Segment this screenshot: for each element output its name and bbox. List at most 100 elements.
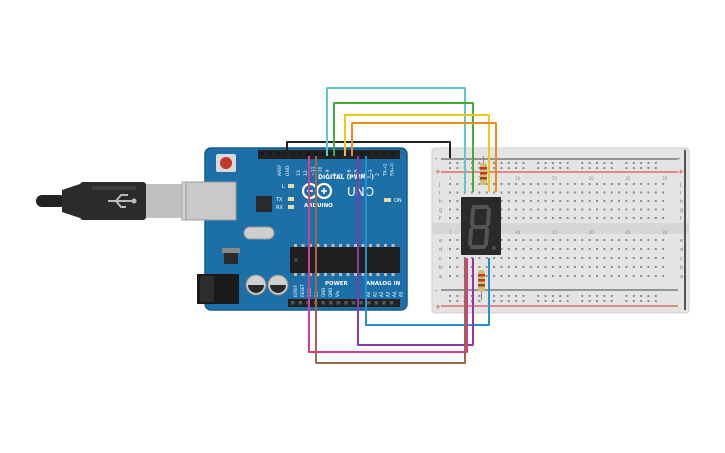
resistor-bottom[interactable] xyxy=(478,270,485,300)
breadboard-hole[interactable] xyxy=(603,248,606,250)
breadboard-hole[interactable] xyxy=(537,167,540,169)
breadboard-hole[interactable] xyxy=(449,208,451,211)
breadboard-hole[interactable] xyxy=(551,300,554,302)
breadboard-hole[interactable] xyxy=(515,167,518,169)
breadboard-hole[interactable] xyxy=(449,191,451,194)
breadboard-hole[interactable] xyxy=(485,191,488,194)
breadboard-hole[interactable] xyxy=(654,257,657,259)
breadboard-hole[interactable] xyxy=(449,239,451,241)
breadboard-hole[interactable] xyxy=(610,239,613,241)
breadboard-hole[interactable] xyxy=(551,167,554,169)
breadboard-hole[interactable] xyxy=(559,257,562,259)
breadboard-hole[interactable] xyxy=(588,248,591,250)
breadboard-hole[interactable] xyxy=(662,266,665,268)
breadboard-hole[interactable] xyxy=(507,217,510,219)
breadboard-hole[interactable] xyxy=(596,266,598,268)
breadboard-hole[interactable] xyxy=(515,257,518,259)
breadboard-hole[interactable] xyxy=(625,217,628,219)
breadboard-hole[interactable] xyxy=(647,162,650,164)
breadboard-hole[interactable] xyxy=(625,208,628,211)
breadboard-hole[interactable] xyxy=(581,200,584,202)
breadboard-hole[interactable] xyxy=(640,191,643,194)
breadboard-hole[interactable] xyxy=(573,275,576,277)
breadboard-hole[interactable] xyxy=(493,266,496,268)
breadboard-hole[interactable] xyxy=(500,191,503,194)
breadboard-hole[interactable] xyxy=(640,248,643,250)
breadboard-hole[interactable] xyxy=(632,208,635,211)
breadboard-hole[interactable] xyxy=(647,300,650,302)
breadboard-hole[interactable] xyxy=(493,275,496,277)
breadboard-hole[interactable] xyxy=(493,257,496,259)
breadboard-hole[interactable] xyxy=(588,183,591,185)
breadboard-hole[interactable] xyxy=(603,257,606,259)
breadboard-hole[interactable] xyxy=(588,266,591,268)
wire-black[interactable] xyxy=(286,141,451,158)
breadboard-hole[interactable] xyxy=(588,300,591,302)
breadboard-hole[interactable] xyxy=(596,239,598,241)
breadboard-hole[interactable] xyxy=(478,162,481,164)
breadboard-hole[interactable] xyxy=(566,300,569,302)
breadboard-hole[interactable] xyxy=(529,208,532,211)
breadboard-hole[interactable] xyxy=(632,167,635,169)
breadboard-hole[interactable] xyxy=(551,295,554,297)
breadboard-hole[interactable] xyxy=(500,275,503,277)
breadboard-hole[interactable] xyxy=(478,300,481,302)
breadboard-hole[interactable] xyxy=(544,275,547,277)
breadboard-hole[interactable] xyxy=(456,183,459,185)
breadboard-hole[interactable] xyxy=(500,239,503,241)
breadboard-hole[interactable] xyxy=(640,239,643,241)
breadboard-hole[interactable] xyxy=(640,183,643,185)
header-pin[interactable] xyxy=(321,301,325,305)
breadboard-hole[interactable] xyxy=(544,257,547,259)
breadboard-hole[interactable] xyxy=(522,162,525,164)
breadboard-hole[interactable] xyxy=(618,191,621,194)
breadboard-hole[interactable] xyxy=(581,191,584,194)
breadboard-hole[interactable] xyxy=(618,200,621,202)
breadboard-hole[interactable] xyxy=(559,295,562,297)
breadboard-hole[interactable] xyxy=(647,200,650,202)
breadboard-hole[interactable] xyxy=(493,183,496,185)
breadboard-hole[interactable] xyxy=(449,266,451,268)
breadboard-hole[interactable] xyxy=(654,162,657,164)
breadboard-hole[interactable] xyxy=(647,239,650,241)
breadboard-hole[interactable] xyxy=(456,257,459,259)
breadboard-hole[interactable] xyxy=(640,266,643,268)
breadboard-hole[interactable] xyxy=(500,208,503,211)
header-pin[interactable] xyxy=(382,152,387,156)
breadboard-hole[interactable] xyxy=(522,275,525,277)
breadboard-hole[interactable] xyxy=(449,183,451,185)
breadboard-hole[interactable] xyxy=(662,208,665,211)
breadboard-hole[interactable] xyxy=(493,295,496,297)
breadboard-hole[interactable] xyxy=(581,239,584,241)
breadboard-hole[interactable] xyxy=(610,200,613,202)
breadboard-hole[interactable] xyxy=(507,257,510,259)
breadboard-hole[interactable] xyxy=(596,257,598,259)
digital-header[interactable] xyxy=(258,150,400,159)
breadboard-hole[interactable] xyxy=(625,275,628,277)
breadboard-hole[interactable] xyxy=(449,295,451,297)
breadboard-hole[interactable] xyxy=(588,162,591,164)
breadboard-hole[interactable] xyxy=(581,295,584,297)
breadboard-hole[interactable] xyxy=(456,239,459,241)
header-pin[interactable] xyxy=(382,301,386,305)
breadboard-hole[interactable] xyxy=(522,167,525,169)
header-pin[interactable] xyxy=(367,301,371,305)
breadboard-hole[interactable] xyxy=(485,266,488,268)
breadboard-hole[interactable] xyxy=(632,239,635,241)
breadboard-hole[interactable] xyxy=(529,266,532,268)
breadboard-hole[interactable] xyxy=(551,191,554,194)
breadboard-hole[interactable] xyxy=(625,257,628,259)
breadboard-hole[interactable] xyxy=(632,191,635,194)
breadboard-hole[interactable] xyxy=(662,275,665,277)
breadboard-hole[interactable] xyxy=(625,167,628,169)
breadboard-hole[interactable] xyxy=(551,217,554,219)
wire-orange[interactable] xyxy=(351,122,497,192)
breadboard-hole[interactable] xyxy=(618,248,621,250)
breadboard-hole[interactable] xyxy=(537,275,540,277)
header-pin[interactable] xyxy=(291,152,295,156)
breadboard-hole[interactable] xyxy=(618,257,621,259)
breadboard-hole[interactable] xyxy=(507,183,510,185)
breadboard-hole[interactable] xyxy=(588,217,591,219)
